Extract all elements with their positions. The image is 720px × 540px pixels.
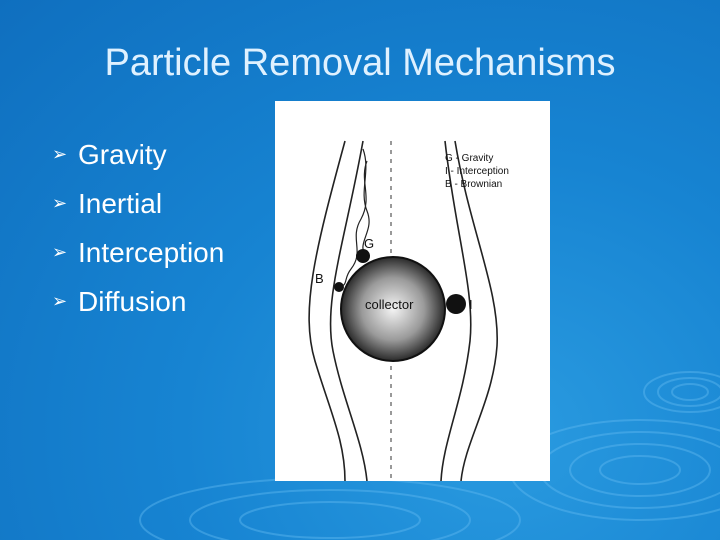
label-g: G bbox=[364, 236, 374, 251]
bullet-text: Interception bbox=[78, 236, 225, 268]
legend-brownian: B - Brownian bbox=[445, 179, 502, 190]
streamline bbox=[454, 140, 498, 481]
collector-diagram: G B I collector G - Gravity I - Intercep… bbox=[275, 101, 550, 481]
arrow-right-icon: ➢ bbox=[52, 242, 68, 262]
arrow-right-icon: ➢ bbox=[52, 193, 68, 213]
bullet-item: ➢ Gravity bbox=[52, 130, 224, 179]
bullet-item: ➢ Inertial bbox=[52, 179, 224, 228]
arrow-right-icon: ➢ bbox=[52, 144, 68, 164]
legend-gravity: G - Gravity bbox=[445, 153, 493, 164]
particle-i bbox=[446, 294, 466, 314]
bullet-item: ➢ Interception bbox=[52, 228, 224, 277]
label-i: I bbox=[469, 297, 473, 312]
bullet-text: Inertial bbox=[78, 187, 163, 219]
collector-label: collector bbox=[365, 297, 414, 312]
collector-diagram-svg: G B I collector G - Gravity I - Intercep… bbox=[308, 140, 509, 481]
particle-g bbox=[356, 249, 370, 263]
bullet-list: ➢ Gravity ➢ Inertial ➢ Interception ➢ Di… bbox=[52, 130, 224, 326]
streamline bbox=[308, 140, 346, 481]
legend-interception: I - Interception bbox=[445, 166, 509, 177]
streamline bbox=[329, 140, 368, 481]
arrow-right-icon: ➢ bbox=[52, 291, 68, 311]
streamline bbox=[440, 140, 472, 481]
collector-sphere bbox=[340, 256, 446, 362]
bullet-item: ➢ Diffusion bbox=[52, 277, 224, 326]
brownian-path bbox=[338, 160, 368, 288]
slide-title: Particle Removal Mechanisms bbox=[104, 42, 616, 84]
bullet-text: Diffusion bbox=[78, 285, 187, 317]
particle-b bbox=[334, 282, 344, 292]
label-b: B bbox=[315, 271, 324, 286]
bullet-text: Gravity bbox=[78, 138, 167, 170]
